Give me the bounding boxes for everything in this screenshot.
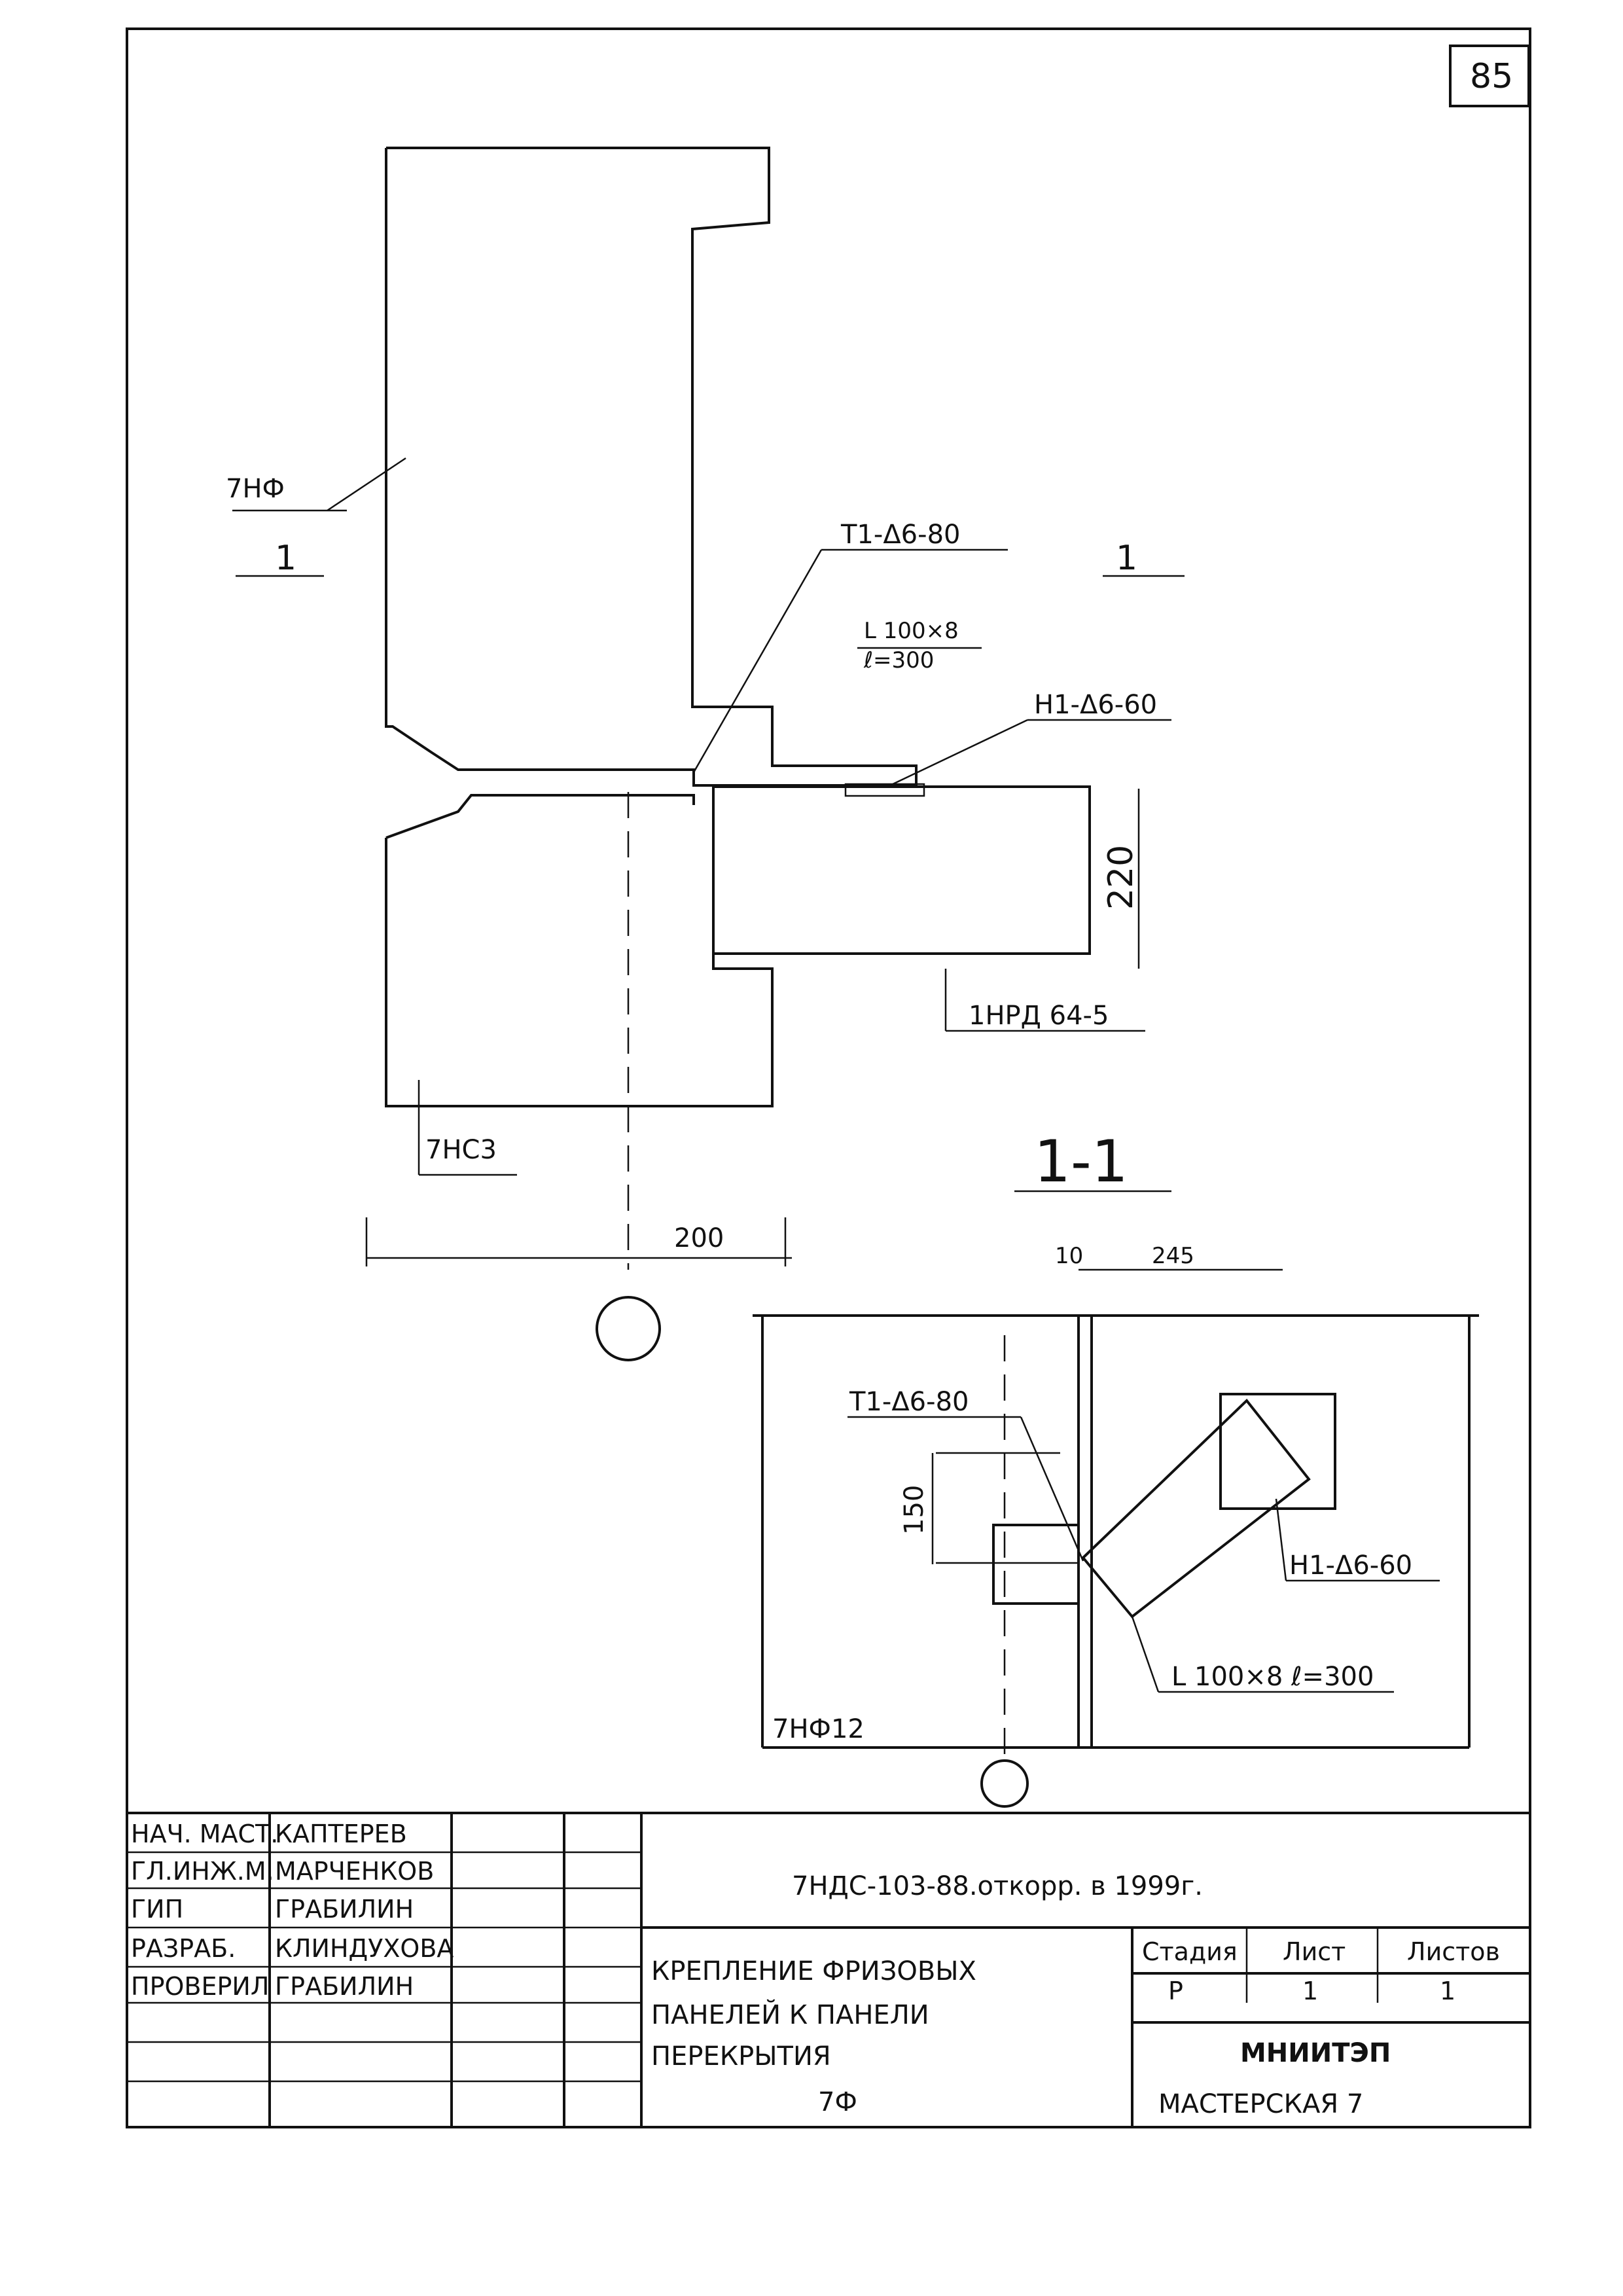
dim-220: 220 [1101,845,1141,910]
stage-value: Р [1168,1977,1183,2005]
tb-name-5: ГРАБИЛИН [275,1972,414,2001]
doc-code: 7НДС-103-88.откорр. в 1999г. [792,1871,1203,1901]
dim-10: 10 [1055,1243,1083,1269]
label-angle-len-top: ℓ=300 [863,647,934,673]
title-line-2: ПАНЕЛЕЙ К ПАНЕЛИ [651,1999,929,2030]
label-slab: 1НРД 64-5 [969,1001,1109,1031]
label-weld-t1-top: Т1-Δ6-80 [840,520,960,550]
organization: МНИИТЭП [1240,2038,1391,2068]
tb-name-4: КЛИНДУХОВА [275,1934,454,1963]
section-view [753,1190,1479,1808]
tb-name-3: ГРАБИЛИН [275,1895,414,1924]
sheet-number-box [1449,45,1530,107]
tb-role-2: ГЛ.ИНЖ.М. [131,1857,274,1886]
stage-label: Стадия [1142,1937,1238,1966]
tb-role-4: РАЗРАБ. [131,1934,236,1963]
label-panel-section: 7НФ12 [772,1714,865,1744]
title-block [127,1812,1530,2127]
sheets-label: Листов [1407,1937,1500,1966]
sheet-number: 85 [1470,57,1513,96]
label-angle-top: L 100×8 [864,618,959,644]
dim-200: 200 [674,1223,724,1253]
section-mark-right: 1 [1116,539,1137,578]
elevation-view [232,147,1185,1361]
label-panel-top: 7НФ [226,474,285,504]
label-weld-t1-section: Т1-Δ6-80 [849,1387,969,1417]
section-title: 1-1 [1034,1128,1128,1195]
sheet-label: Лист [1283,1937,1346,1966]
sheet-value: 1 [1302,1977,1318,2005]
sheets-value: 1 [1440,1977,1455,2005]
tb-role-3: ГИП [131,1895,183,1924]
title-line-1: КРЕПЛЕНИЕ ФРИЗОВЫХ [651,1956,976,1986]
sheet-frame [126,27,1531,2128]
workshop: МАСТЕРСКАЯ 7 [1158,2089,1363,2119]
tb-name-2: МАРЧЕНКОВ [275,1857,434,1886]
tb-name-1: КАПТЕРЕВ [275,1820,407,1848]
tb-role-1: НАЧ. МАСТ. [131,1820,278,1848]
label-angle-section: L 100×8 ℓ=300 [1171,1662,1374,1692]
tb-role-5: ПРОВЕРИЛ [131,1972,269,2001]
label-weld-h1-section: Н1-Δ6-60 [1289,1551,1412,1581]
dim-245: 245 [1152,1243,1194,1269]
label-weld-h1-top: Н1-Δ6-60 [1034,690,1157,720]
section-mark-left: 1 [275,539,296,578]
title-line-4: 7Ф [818,2087,857,2117]
title-line-3: ПЕРЕКРЫТИЯ [651,2041,831,2072]
dim-150: 150 [899,1485,929,1535]
label-panel-bottom: 7НС3 [425,1135,497,1165]
